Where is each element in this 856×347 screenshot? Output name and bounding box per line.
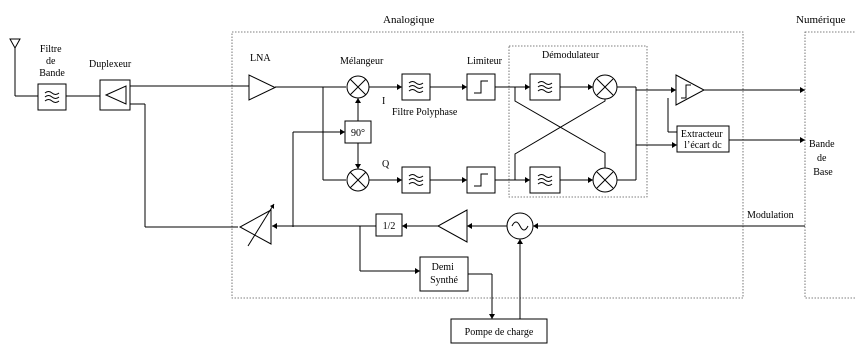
- demod-mixer-q: [592, 167, 618, 193]
- i-channel-label: I: [382, 96, 385, 107]
- band-filter-label: Filtre de Bande: [39, 44, 65, 79]
- demod-filter-i: [529, 73, 561, 101]
- dc-offset-extractor-block: [676, 125, 730, 153]
- demodulator-border: [508, 45, 648, 198]
- analog-section-title: Analogique: [383, 14, 434, 26]
- charge-pump-label: Pompe de charge: [465, 327, 534, 338]
- charge-pump-block: [450, 318, 548, 344]
- baseband-label: Bande de Base: [809, 139, 837, 178]
- phase-shift-label: 90°: [351, 128, 365, 139]
- analog-section-border: [231, 31, 744, 299]
- duplexer-label: Duplexeur: [89, 59, 132, 70]
- variable-gain-amplifier: [238, 203, 275, 247]
- lna-amplifier: [248, 74, 277, 101]
- mixer-q: [346, 168, 370, 192]
- lna-label: LNA: [250, 53, 271, 64]
- divide-by-2-block: [375, 213, 403, 237]
- antenna-icon: [9, 38, 38, 97]
- demod-mixer-i: [592, 74, 618, 100]
- mixer-label: Mélangeur: [340, 56, 384, 67]
- divide-by-2-label: 1/2: [383, 221, 396, 232]
- limiter-label: Limiteur: [467, 56, 503, 67]
- vco-oscillator: [506, 212, 534, 240]
- output-comparator: [675, 74, 706, 106]
- q-channel-label: Q: [382, 159, 390, 170]
- polyphase-filter-label: Filtre Polyphase: [392, 107, 458, 118]
- modulation-label: Modulation: [747, 210, 794, 221]
- dc-offset-extractor-label: Extracteur l’écart dc: [681, 129, 725, 151]
- demodulator-label: Démodulateur: [542, 50, 600, 61]
- digital-section-border: [804, 31, 856, 299]
- digital-section-title: Numérique: [796, 14, 846, 26]
- pa-driver-amplifier: [436, 209, 468, 243]
- half-synthesizer-label: Demi Synthé: [430, 262, 458, 286]
- half-synthesizer-block: [419, 256, 469, 292]
- mixer-i: [346, 75, 370, 99]
